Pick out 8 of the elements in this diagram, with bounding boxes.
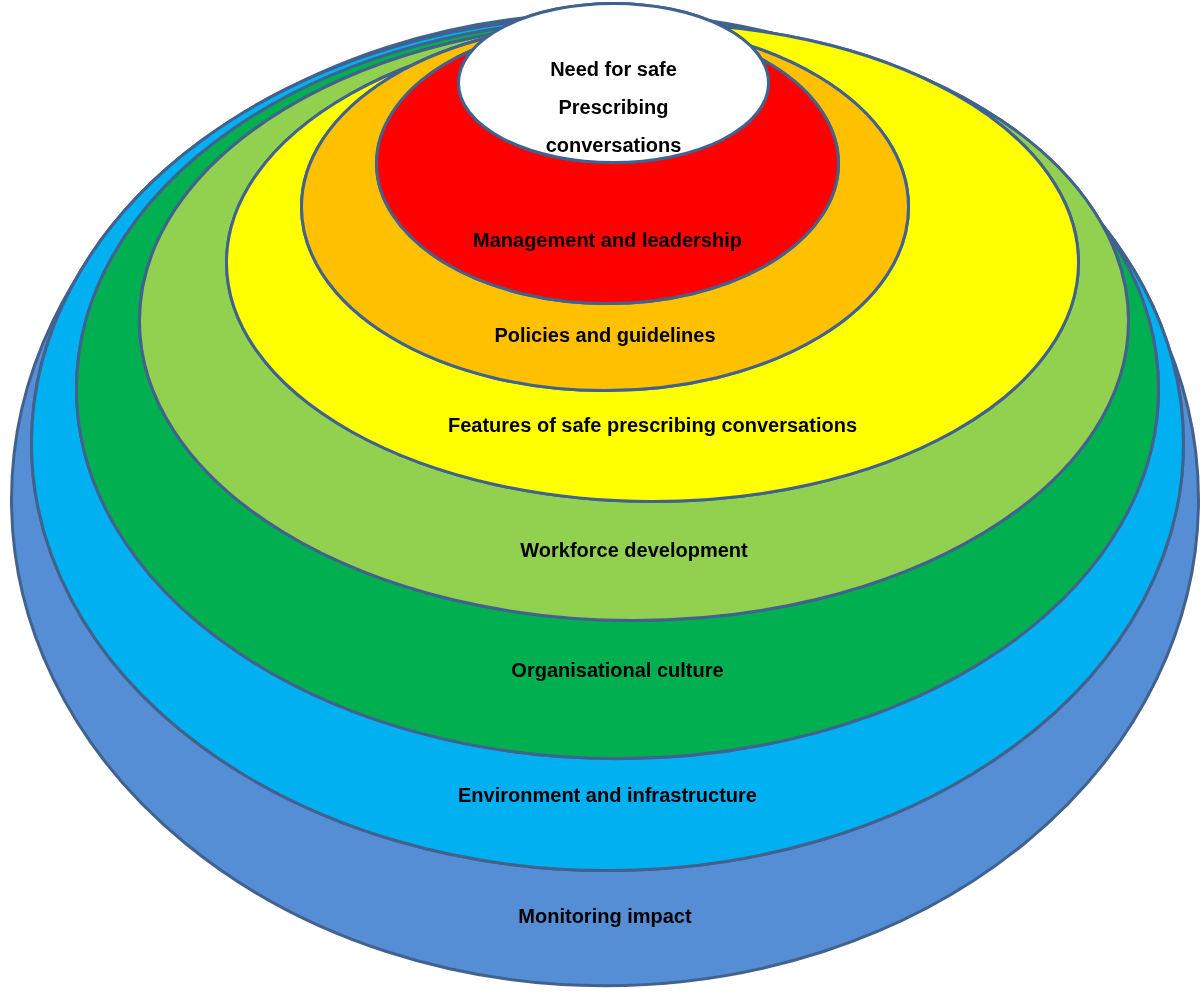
ring-label: Policies and guidelines [494, 323, 716, 348]
center-label: Need for safe Prescribing conversations [544, 57, 683, 158]
ring-label: Management and leadership [473, 228, 742, 253]
ring-label: Workforce development [520, 538, 748, 563]
ring-label: Environment and infrastructure [458, 783, 757, 808]
ring-label: Organisational culture [511, 658, 724, 683]
ring-label: Monitoring impact [518, 904, 692, 929]
ring-label: Features of safe prescribing conversations [448, 413, 857, 438]
